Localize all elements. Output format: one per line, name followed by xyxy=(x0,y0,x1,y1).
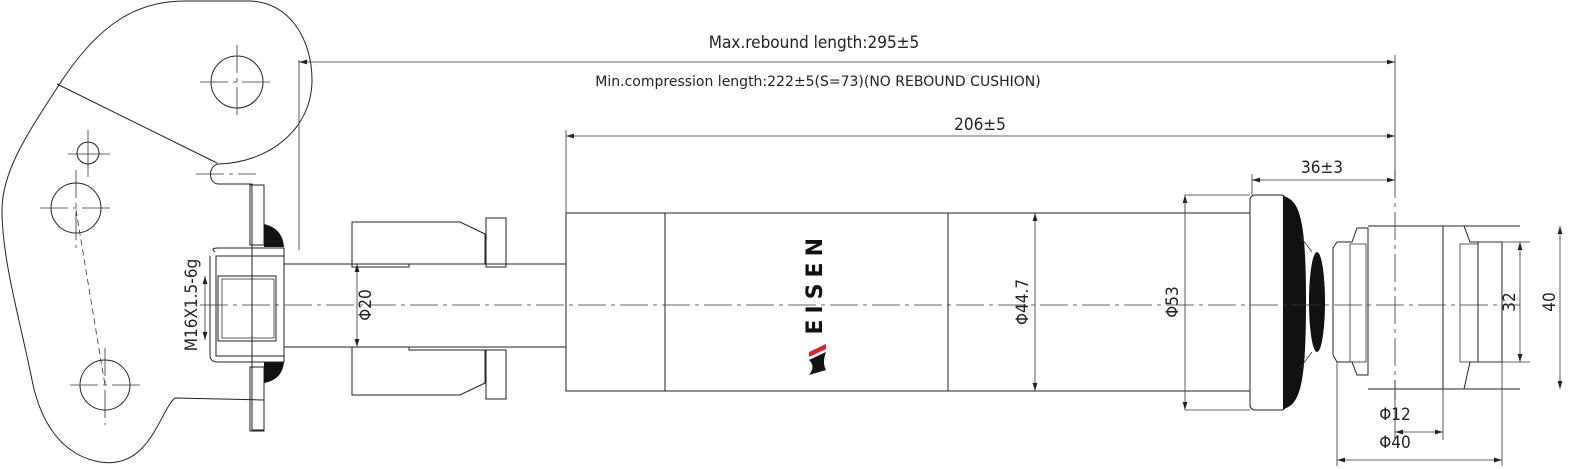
body-length-label: 206±5 xyxy=(954,115,1006,135)
logo-text: EISEN xyxy=(803,232,828,335)
eisen-logo: EISEN xyxy=(803,232,828,375)
cap-diameter-label: Φ53 xyxy=(1163,286,1183,318)
eye-bore-label: Φ12 xyxy=(1379,405,1411,425)
bushing-outer-height-label: 40 xyxy=(1540,292,1560,311)
damper-body xyxy=(565,194,1325,411)
eye-width-label: Φ40 xyxy=(1379,433,1411,453)
thread-label: M16X1.5-6g xyxy=(182,259,202,351)
rod-diameter-label: Φ20 xyxy=(356,289,376,321)
eye-bushing xyxy=(1332,225,1520,390)
body-diameter-label: Φ44.7 xyxy=(1013,279,1033,325)
mounting-bracket xyxy=(1,0,313,464)
dimension-lines xyxy=(202,55,1563,466)
piston-rod xyxy=(284,217,566,400)
bushing-inner-height-label: 32 xyxy=(1500,292,1520,311)
eye-offset-label: 36±3 xyxy=(1301,158,1343,178)
logo-mark-black xyxy=(809,352,826,375)
min-compression-label: Min.compression length:222±5(S=73)(NO RE… xyxy=(595,74,1040,90)
max-rebound-label: Max.rebound length:295±5 xyxy=(709,33,919,53)
logo-mark-red xyxy=(809,344,826,357)
